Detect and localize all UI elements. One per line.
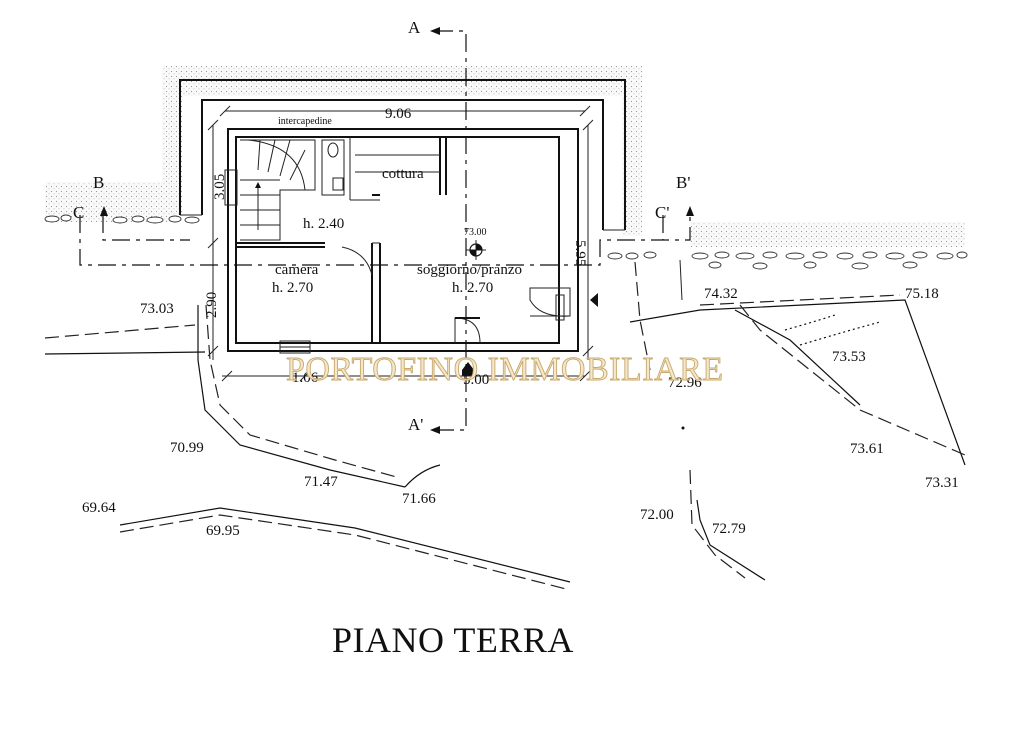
section-b-right: B' xyxy=(676,173,690,192)
label-stair-height: h. 2.40 xyxy=(303,216,344,232)
stone-walls xyxy=(44,214,968,270)
house-walls xyxy=(227,128,579,352)
kitchen-fixtures xyxy=(321,139,440,196)
elevation-71-47: 71.47 xyxy=(304,474,338,490)
elevation-73-61: 73.61 xyxy=(850,441,884,457)
retaining-wall xyxy=(179,79,626,231)
elevation-73-53: 73.53 xyxy=(832,349,866,365)
label-camera-height: h. 2.70 xyxy=(272,280,313,296)
dim-right-side: 5.95 xyxy=(572,240,588,266)
label-camera: camera xyxy=(275,262,319,278)
elevation-69-95: 69.95 xyxy=(206,523,240,539)
dim-left-lower: 2.90 xyxy=(204,292,220,318)
label-soggiorno-height: h. 2.70 xyxy=(452,280,493,296)
elevation-70-99: 70.99 xyxy=(170,440,204,456)
dim-width-top: 9.06 xyxy=(385,106,412,122)
watermark: PORTOFINO IMMOBILIARE xyxy=(286,351,724,388)
dim-bottom-right: 5.00 xyxy=(463,372,489,388)
ground-hatching xyxy=(45,66,965,247)
entrance-markers xyxy=(462,293,598,376)
section-lines xyxy=(79,27,694,434)
spot-elevation-symbol xyxy=(466,240,486,260)
elevation-69-64: 69.64 xyxy=(82,500,116,516)
dimension-lines xyxy=(207,105,594,382)
section-a-top: A xyxy=(408,18,421,37)
elevation-71-66: 71.66 xyxy=(402,491,436,507)
elevation-74-32: 74.32 xyxy=(704,286,738,302)
section-c-right: C' xyxy=(655,203,669,222)
dim-left-upper: 3.05 xyxy=(212,174,228,200)
section-c-left: C xyxy=(73,203,84,222)
label-cottura: cottura xyxy=(382,166,424,182)
elevation-72-96: 72.96 xyxy=(668,375,702,391)
elevation-72-79: 72.79 xyxy=(712,521,746,537)
doors xyxy=(279,246,571,354)
section-b-left: B xyxy=(93,173,104,192)
elevation-72-00: 72.00 xyxy=(640,507,674,523)
dim-bottom-left: 1.06 xyxy=(292,370,319,386)
plan-title: PIANO TERRA xyxy=(332,620,574,660)
elevation-75-18: 75.18 xyxy=(905,286,939,302)
staircase xyxy=(224,139,316,241)
section-a-bottom: A' xyxy=(408,415,423,434)
elevation-73-31: 73.31 xyxy=(925,475,959,491)
elevation-73-03: 73.03 xyxy=(140,301,174,317)
terrain-lines xyxy=(44,259,966,591)
label-soggiorno: soggiorno/pranzo xyxy=(417,262,522,278)
label-center-elevation: 73.00 xyxy=(464,227,487,238)
label-intercapedine: intercapedine xyxy=(278,116,332,127)
